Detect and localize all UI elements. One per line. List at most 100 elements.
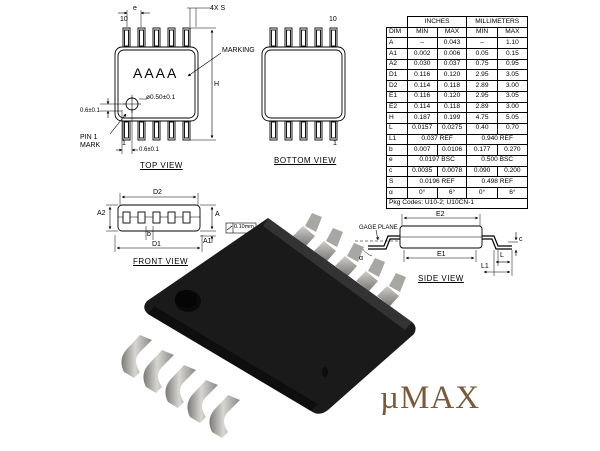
- table-row: A–0.043–1.10: [386, 37, 529, 50]
- cell-mm-max: 0.270: [496, 144, 529, 156]
- cell-mm-min: 2.89: [466, 101, 498, 114]
- side-view-dim-e2: E2: [436, 211, 445, 218]
- cell-dim: L: [386, 122, 408, 135]
- header-millimeters: MILLIMETERS: [466, 16, 528, 28]
- bottom-view-pin10-label: 10: [329, 16, 337, 23]
- cell-dim: D1: [386, 69, 408, 82]
- cell-mm-min: 0°: [466, 187, 498, 199]
- bottom-view-title: BOTTOM VIEW: [274, 156, 337, 165]
- cell-in-max: 0.120: [436, 69, 468, 82]
- cell-mm-max: 0.95: [496, 58, 529, 71]
- cell-mm-max: 6°: [496, 187, 529, 199]
- cell-mm-max: 3.05: [496, 90, 529, 103]
- cell-mm-max: 1.10: [496, 37, 529, 50]
- top-view-dim-06-left: 0.6±0.1: [80, 108, 100, 114]
- front-view-dim-a1: A1: [203, 238, 212, 245]
- cell-in-min: 0.187: [406, 112, 438, 124]
- cell-dim: H: [386, 112, 408, 124]
- cell-dim: S: [386, 176, 408, 188]
- cell-in-span: 0.0196 REF: [406, 176, 468, 188]
- cell-mm-min: 2.95: [466, 90, 498, 103]
- top-view-bottom-leads: [122, 119, 191, 141]
- table-pkg-row: Pkg Codes: U10-2; U10CN-1: [386, 197, 528, 210]
- table-corner: [386, 16, 408, 28]
- top-view-dim-06-bottom: 0.6±0.1: [139, 147, 159, 153]
- cell-in-max: 0.0078: [436, 165, 468, 178]
- cell-mm-max: 0.200: [496, 165, 529, 178]
- top-view-pin10-label: 10: [120, 16, 128, 23]
- side-view-dim-c: c: [519, 236, 523, 243]
- top-view-dim-h: H: [214, 81, 220, 88]
- cell-mm-span: 0.498 REF: [466, 176, 528, 188]
- cell-in-span: 0.037 REF: [406, 133, 468, 146]
- front-view-leads: [122, 211, 191, 224]
- col-mm-max-header: MAX: [496, 26, 529, 39]
- cell-mm-max: 0.70: [496, 122, 529, 135]
- front-view-dim-a: A: [215, 211, 220, 218]
- cell-mm-max: 3.05: [496, 69, 529, 82]
- cell-mm-min: 0.40: [466, 122, 498, 135]
- cell-mm-max: 3.00: [496, 101, 529, 114]
- bottom-view-pin1-label: 1: [333, 140, 337, 147]
- cell-mm-max: 0.15: [496, 48, 529, 60]
- col-dim-header: DIM: [386, 26, 408, 39]
- cell-in-min: 0.002: [406, 48, 438, 60]
- top-view-marking-text: AAAA: [133, 65, 179, 81]
- top-view-dim-4xs: 4X S: [210, 5, 226, 12]
- cell-in-min: 0.007: [406, 144, 438, 156]
- cell-mm-min: 0.177: [466, 144, 498, 156]
- bottom-view-bottom-leads: [269, 119, 338, 141]
- cell-dim: α: [386, 187, 408, 199]
- cell-in-span: 0.0197 BSC: [406, 154, 468, 167]
- cell-dim: L1: [386, 133, 408, 146]
- cell-mm-span: 0.940 REF: [466, 133, 528, 146]
- top-view-pin1-mark: PIN 1 MARK: [80, 134, 101, 149]
- cell-in-min: 0.114: [406, 80, 438, 92]
- cell-dim: c: [386, 165, 408, 178]
- side-view-dim-l: L: [500, 252, 504, 259]
- cell-mm-min: 2.89: [466, 80, 498, 92]
- side-view-title: SIDE VIEW: [418, 274, 464, 283]
- cell-in-max: 0.043: [436, 37, 468, 50]
- front-view-drawing: [106, 193, 257, 252]
- side-view-dim-alpha: α: [359, 255, 364, 262]
- header-inches: INCHES: [406, 16, 468, 28]
- cell-in-max: 0.0275: [436, 122, 468, 135]
- cell-dim: E1: [386, 90, 408, 103]
- cell-mm-min: 0.090: [466, 165, 498, 178]
- front-view-dim-d1: D1: [152, 241, 161, 248]
- top-view-title: TOP VIEW: [140, 161, 183, 170]
- front-view-dim-a2: A2: [97, 210, 106, 217]
- side-view-dim-l1: L1: [481, 263, 489, 270]
- cell-dim: A2: [386, 58, 408, 71]
- cell-in-max: 0.199: [436, 112, 468, 124]
- cell-dim: E2: [386, 101, 408, 114]
- side-view-dim-e1: E1: [437, 251, 446, 258]
- cell-in-min: 0.0157: [406, 122, 438, 135]
- col-in-max-header: MAX: [436, 26, 468, 39]
- cell-dim: e: [386, 154, 408, 167]
- cell-in-max: 0.118: [436, 80, 468, 92]
- cell-in-max: 0.006: [436, 48, 468, 60]
- top-view-dim-e: e: [133, 5, 137, 12]
- cell-in-max: 0.118: [436, 101, 468, 114]
- bottom-view-drawing: [261, 27, 346, 141]
- cell-mm-max: 5.05: [496, 112, 529, 124]
- front-view-dim-b: b: [147, 231, 151, 238]
- cell-dim: D2: [386, 80, 408, 92]
- col-mm-min-header: MIN: [466, 26, 498, 39]
- chip-rendering: [121, 213, 416, 438]
- top-view-pin1-label: 1: [122, 140, 126, 147]
- cell-mm-span: 0.500 BSC: [466, 154, 528, 167]
- cell-mm-max: 3.00: [496, 80, 529, 92]
